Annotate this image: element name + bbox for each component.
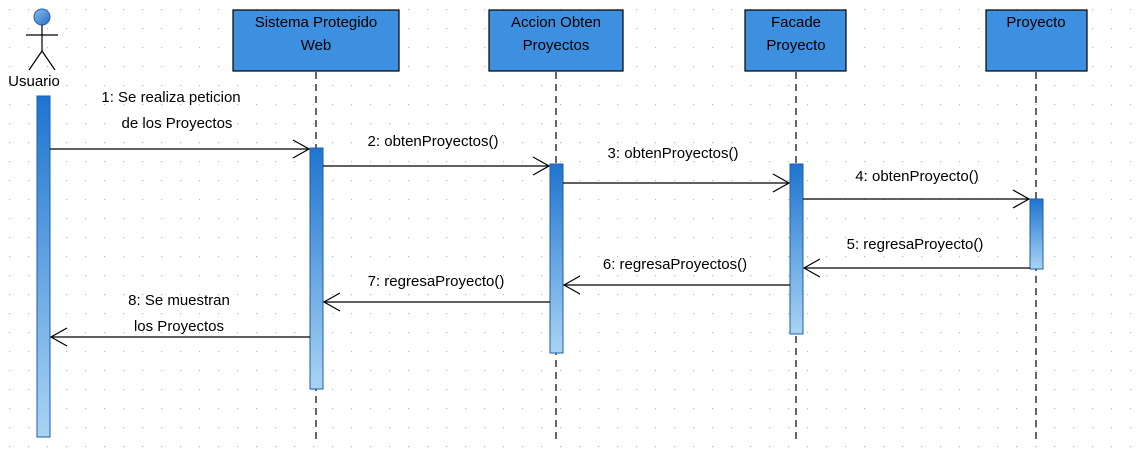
lifeline-header-line: Facade: [771, 14, 821, 31]
open-arrowhead-icon: [322, 292, 341, 312]
lifeline-header: [232, 9, 400, 72]
open-arrowhead-icon: [49, 327, 68, 347]
message-label: 8: Se muestran: [128, 292, 230, 309]
message-label: 5: regresaProyecto(): [847, 236, 984, 253]
open-arrowhead-icon: [802, 258, 821, 278]
message-1: 1: Se realiza peticion de los Proyectos: [50, 89, 311, 159]
message-label: de los Proyectos: [122, 115, 233, 132]
message-label: 2: obtenProyectos(): [368, 133, 499, 150]
message-8: 8: Se muestran los Proyectos: [49, 292, 310, 347]
message-2: 2: obtenProyectos(): [323, 133, 551, 176]
lifeline-header-line: Accion Obten: [511, 14, 601, 31]
lifeline-header: [744, 9, 847, 72]
message-label: 3: obtenProyectos(): [608, 145, 739, 162]
message-label: los Proyectos: [134, 318, 224, 335]
message-3: 3: obtenProyectos(): [563, 145, 791, 193]
lifeline-header-line: Proyecto: [766, 37, 825, 54]
open-arrowhead-icon: [562, 275, 581, 295]
open-arrowhead-icon: [292, 139, 311, 159]
message-6: 6: regresaProyectos(): [562, 256, 790, 295]
lifeline-accion-obten-proyectos: Accion Obten Proyectos: [488, 9, 624, 443]
message-label: 7: regresaProyecto(): [368, 273, 505, 290]
lifeline-sistema-protegido-web: Sistema Protegido Web: [232, 9, 400, 443]
stick-figure-actor-icon: [26, 8, 58, 71]
open-arrowhead-icon: [772, 173, 791, 193]
actor-name: Usuario: [8, 73, 60, 90]
message-5: 5: regresaProyecto(): [802, 236, 1030, 278]
message-7: 7: regresaProyecto(): [322, 273, 550, 312]
message-label: 4: obtenProyecto(): [855, 168, 978, 185]
lifeline-header-line: Sistema Protegido: [255, 14, 378, 31]
activation-bar: [1029, 198, 1044, 270]
activation-bar: [789, 163, 804, 335]
message-label: 1: Se realiza peticion: [101, 89, 240, 106]
activation-usuario: [36, 95, 51, 438]
lifeline-header-line: Proyectos: [523, 37, 590, 54]
activation-bar: [309, 147, 324, 390]
activation-bar: [549, 163, 564, 354]
lifeline-header-line: Proyecto: [1006, 14, 1065, 31]
lifeline-proyecto: Proyecto: [985, 9, 1088, 443]
actor-usuario: Usuario: [8, 8, 60, 438]
message-label: 6: regresaProyectos(): [603, 256, 747, 273]
open-arrowhead-icon: [532, 156, 551, 176]
lifeline-header-line: Web: [301, 37, 332, 54]
lifeline-header: [985, 9, 1088, 72]
message-4: 4: obtenProyecto(): [803, 168, 1031, 209]
open-arrowhead-icon: [1012, 189, 1031, 209]
lifeline-facade-proyecto: Facade Proyecto: [744, 9, 847, 443]
lifeline-header: [488, 9, 624, 72]
